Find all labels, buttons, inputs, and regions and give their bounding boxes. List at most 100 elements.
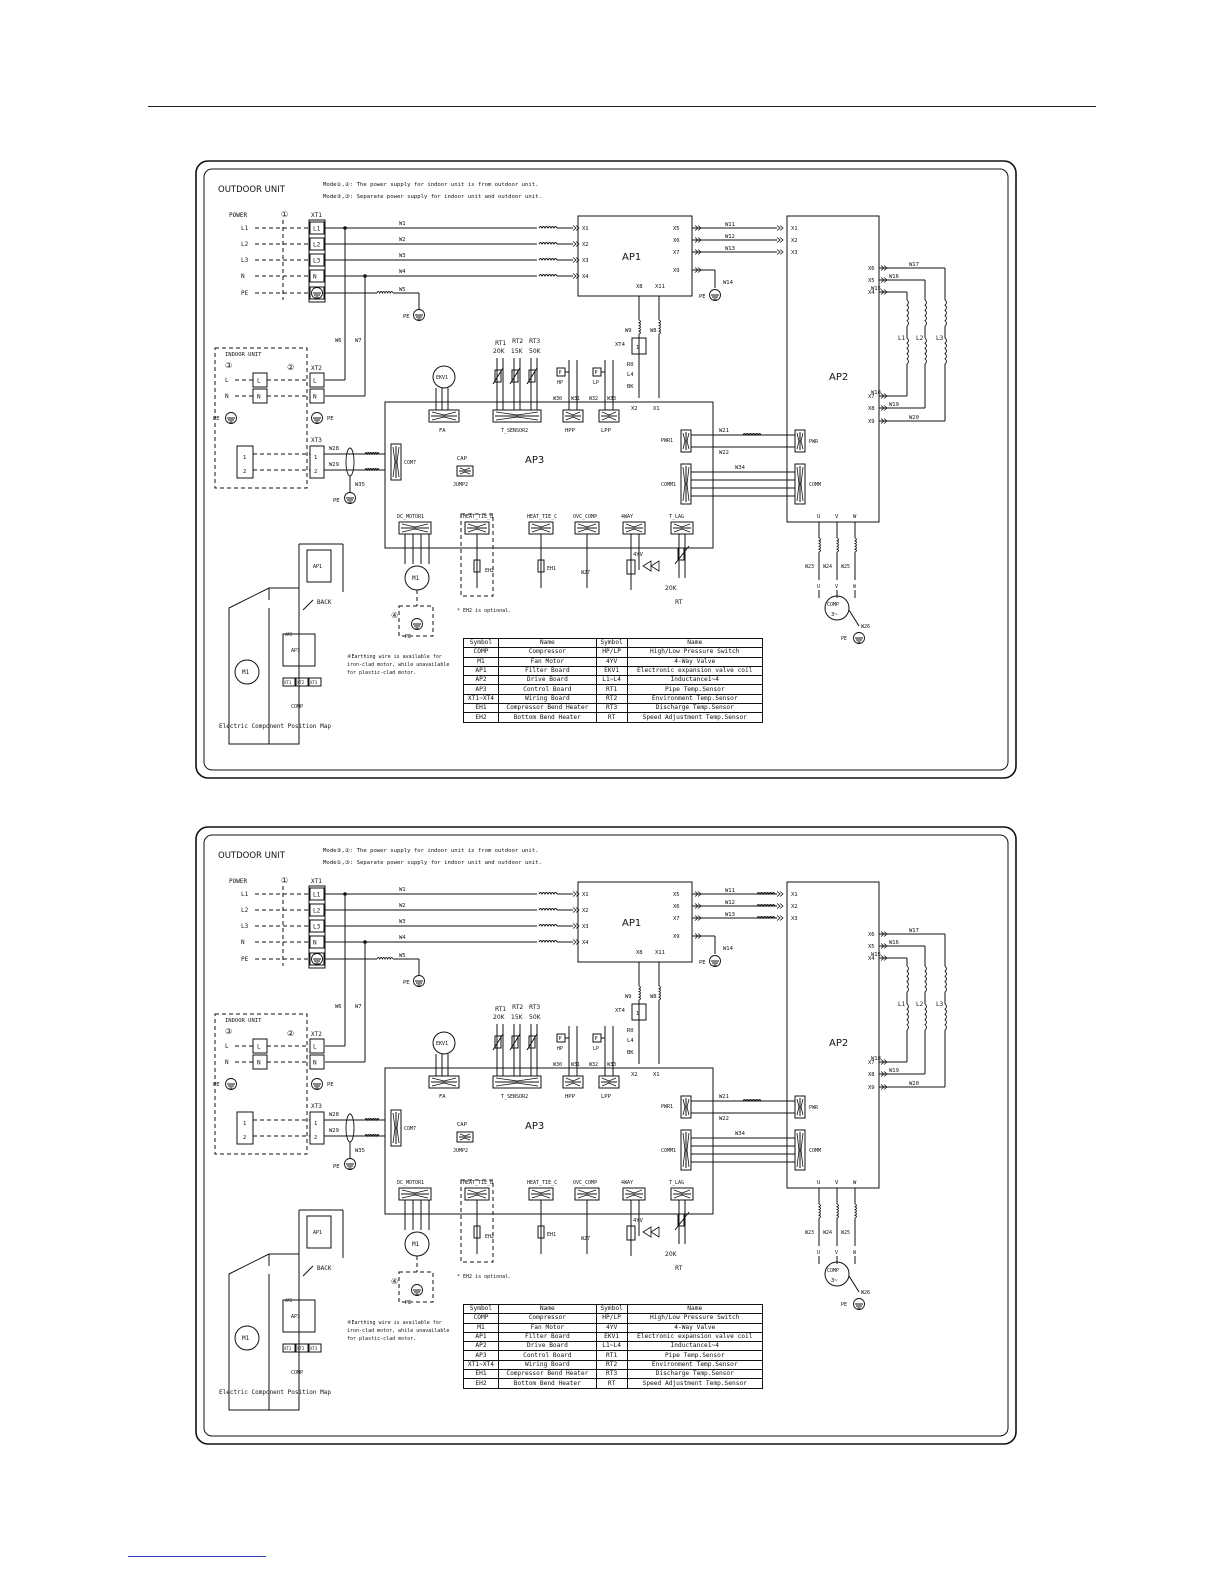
pin-label: X5 xyxy=(868,278,875,284)
legend-cell: Speed Adjustment Temp.Sensor xyxy=(626,1378,763,1389)
wire-label: W3 xyxy=(399,253,406,259)
heater-icon xyxy=(473,559,481,573)
inductor-coil xyxy=(944,299,947,327)
ap3-board xyxy=(384,1067,714,1215)
terminal-cell xyxy=(309,286,325,300)
wire-label: W15 xyxy=(871,952,881,958)
inductor-coil xyxy=(657,985,661,1001)
terminal-arrow xyxy=(572,257,580,263)
legend-cell: Electronic expansion valve coil xyxy=(626,665,763,677)
xt-chip xyxy=(282,677,296,687)
component-label: EKV1 xyxy=(436,375,448,381)
lpp-connector xyxy=(601,411,617,416)
mode-note: Mode①,②: The power supply for indoor uni… xyxy=(323,181,538,188)
motor-earth-box xyxy=(398,1271,434,1303)
legend-cell: Discharge Temp.Sensor xyxy=(626,703,763,714)
pin-label: X8 xyxy=(636,950,643,956)
terminal-cell-label: L xyxy=(257,1044,261,1051)
thermistor-icon xyxy=(511,369,519,383)
footer-link-underline[interactable] xyxy=(128,1556,266,1557)
switch-glyph: P xyxy=(559,1036,562,1042)
pwr-connector xyxy=(800,432,804,450)
dc-motor1-connector xyxy=(401,523,429,528)
terminal-arrow xyxy=(776,237,784,243)
wire-label: W6 xyxy=(335,1004,342,1010)
legend-cell: Control Board xyxy=(497,684,597,695)
pin-label: X1 xyxy=(791,892,798,898)
legend-cell: HP/LP xyxy=(595,647,628,658)
mode-marker: ④ xyxy=(391,1277,398,1286)
legend-cell: Filter Board xyxy=(497,1331,597,1343)
back-arrow xyxy=(302,1265,314,1277)
pin-label: X7 xyxy=(868,1060,875,1066)
filter-coil xyxy=(538,258,558,262)
legend-header: Name xyxy=(626,1303,763,1315)
t-lag-connector xyxy=(670,521,694,535)
phase-label: V xyxy=(835,1180,839,1186)
xt-chip-label: XT2 xyxy=(297,1346,305,1351)
com7-connector xyxy=(392,446,396,478)
inductor-label: L2 xyxy=(916,1001,924,1008)
board-label: AP1 xyxy=(622,918,641,929)
com7-connector xyxy=(390,1109,402,1147)
terminal-arrow xyxy=(880,955,888,961)
wire-label: W14 xyxy=(723,280,734,286)
t-lag-connector xyxy=(673,528,691,533)
legend-cell: Bottom Bend Heater xyxy=(497,712,597,723)
legend-cell: AP1 xyxy=(463,1331,499,1343)
terminal-cell-label: L3 xyxy=(313,258,321,265)
terminal-cell-label: 1 xyxy=(243,1121,246,1127)
terminal-cell xyxy=(309,1038,325,1054)
ovc-comp-connector xyxy=(577,528,597,533)
valve-coil-icon xyxy=(626,559,636,575)
power-line-label: N xyxy=(241,939,245,946)
thermistor-icon xyxy=(494,1035,502,1049)
hpp-connector xyxy=(562,409,584,423)
mode-marker: ② xyxy=(287,363,294,372)
terminal-cell-label: N xyxy=(313,940,317,947)
sensor-label: RT xyxy=(675,599,683,606)
legend-cell: AP3 xyxy=(463,684,499,695)
inductor-label: L1 xyxy=(898,335,906,342)
board-label: AP2 xyxy=(829,372,848,383)
xt4-terminal xyxy=(631,1003,647,1021)
xt-chip xyxy=(295,1343,309,1353)
terminal-cell-label: 1 xyxy=(314,1121,317,1127)
t-sensor2-connector xyxy=(492,409,542,423)
ground-label: PE xyxy=(333,498,340,504)
legend-cell: Fan Motor xyxy=(497,1322,597,1333)
connector-label: COMM xyxy=(809,482,821,488)
wire-label: W28 xyxy=(329,446,339,452)
ekv1-coil-icon xyxy=(432,365,456,389)
legend-cell: Discharge Temp.Sensor xyxy=(626,1369,763,1380)
terminal-label: XT1 xyxy=(311,212,322,219)
four-way-connector xyxy=(625,528,643,533)
connector-label: T_SENSOR2 xyxy=(501,428,528,434)
terminal-cell xyxy=(309,935,325,949)
connector-label: 4WAY xyxy=(621,514,633,520)
legend-cell: 4-Way Valve xyxy=(626,1322,763,1333)
phase-label: W xyxy=(853,1250,857,1256)
compressor-icon xyxy=(824,1261,850,1287)
lpp-connector xyxy=(598,409,620,423)
terminal-arrow xyxy=(572,907,580,913)
inductor-coil xyxy=(906,1003,909,1031)
pin-label: X2 xyxy=(631,406,638,412)
thermistor-icon xyxy=(492,367,504,385)
terminal-label: XT2 xyxy=(311,365,322,372)
xt3-terminal xyxy=(309,445,325,479)
switch-label: HP xyxy=(557,380,563,386)
lpp-connector xyxy=(598,1075,620,1089)
compressor-label: COMP xyxy=(291,704,303,710)
xt-chip-label: XT3 xyxy=(310,1346,318,1351)
thermistor-icon xyxy=(509,1033,521,1051)
phase-label: U xyxy=(817,1180,820,1186)
terminal-block-xt1 xyxy=(308,885,326,969)
terminal-arrow xyxy=(880,393,888,399)
terminal-arrow xyxy=(572,939,580,945)
wire-label: W14 xyxy=(723,946,734,952)
comm-connector xyxy=(794,1129,806,1171)
